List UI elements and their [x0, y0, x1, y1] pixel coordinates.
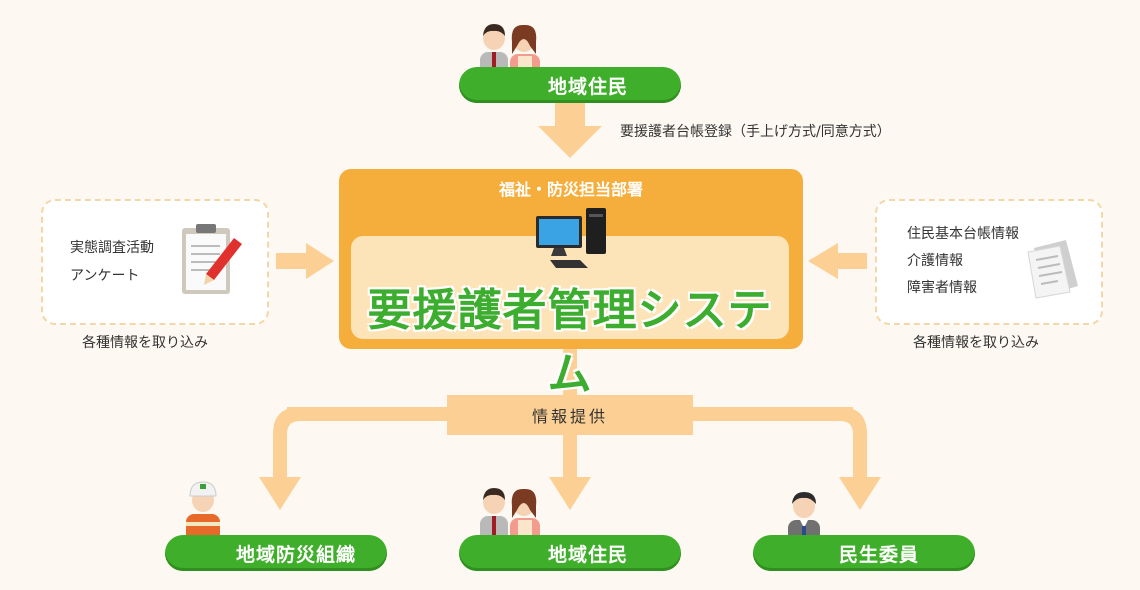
- info-provision-text: 情報提供: [531, 407, 608, 426]
- bottom-node-welfare-commissioner: 民生委員: [753, 535, 975, 571]
- bottom-node-disaster-org: 地域防災組織: [165, 535, 387, 571]
- bottom-node-residents: 地域住民: [459, 535, 681, 571]
- top-node-residents: 地域住民: [459, 67, 681, 103]
- right-line-care-info: 介護情報: [907, 253, 963, 269]
- left-info-lines: 実態調査活動 アンケート: [70, 234, 154, 290]
- department-label: 福祉・防災担当部署: [498, 180, 643, 199]
- right-info-lines: 住民基本台帳情報 介護情報 障害者情報: [907, 221, 1019, 302]
- computer-icon: [534, 206, 610, 272]
- left-line-survey: 実態調査活動: [70, 240, 154, 256]
- left-caption: 各種情報を取り込み: [82, 335, 208, 351]
- right-line-resident-registry: 住民基本台帳情報: [907, 226, 1019, 242]
- document-icon: [1020, 238, 1084, 304]
- left-info-box: [41, 199, 269, 325]
- registration-label: 要援護者台帳登録（手上げ方式/同意方式）: [620, 124, 891, 140]
- system-box: [351, 236, 789, 339]
- right-line-disability-info: 障害者情報: [907, 280, 977, 296]
- right-caption: 各種情報を取り込み: [913, 335, 1039, 351]
- info-provision-label: 情報提供: [447, 395, 693, 435]
- clipboard-icon: [176, 222, 246, 300]
- left-line-questionnaire: アンケート: [70, 268, 140, 284]
- system-name: 要援護者管理システム: [367, 285, 773, 400]
